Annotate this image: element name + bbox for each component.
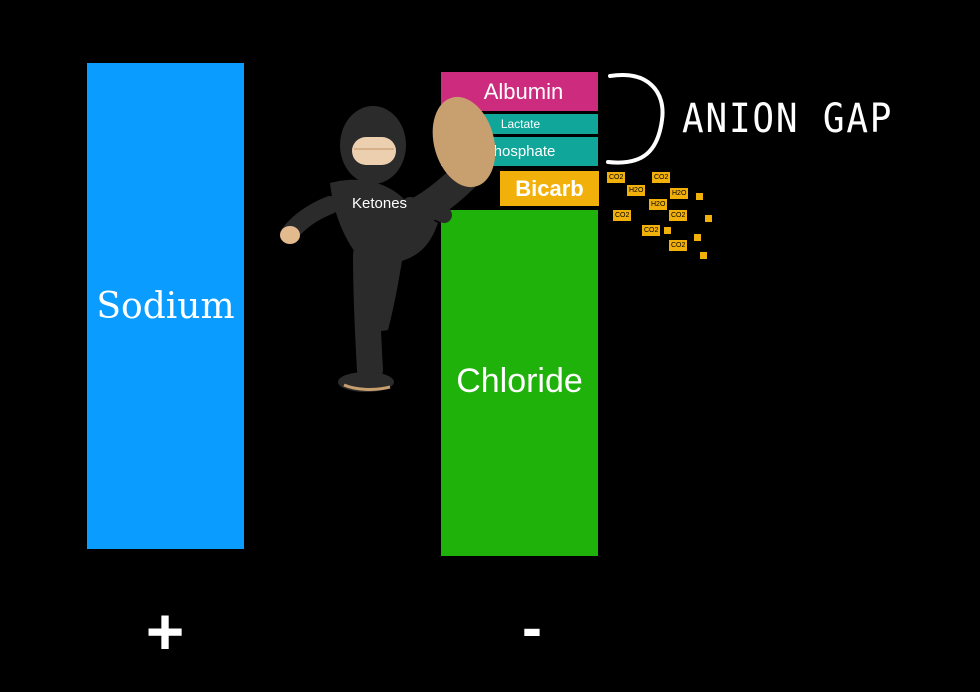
particle-dot [694, 234, 701, 241]
chloride-block: Chloride [441, 210, 598, 556]
negative-sign: - [522, 594, 542, 661]
sodium-label: Sodium [96, 285, 235, 327]
molecule-tag: CO2 [668, 239, 689, 252]
molecule-tag: CO2 [612, 209, 633, 222]
particle-dot [705, 215, 712, 222]
molecule-tag: CO2 [641, 224, 662, 237]
ninja-illustration [280, 96, 496, 392]
molecule-tag: H2O [669, 187, 690, 200]
molecule-tag: H2O [648, 198, 669, 211]
particle-dot [664, 227, 671, 234]
molecule-tag: H2O [626, 184, 647, 197]
molecule-tag: CO2 [651, 171, 672, 184]
bicarb-label: Bicarb [515, 175, 584, 201]
chloride-label: Chloride [456, 361, 583, 400]
molecule-tag: CO2 [606, 171, 627, 184]
anion-gap-label: ANION GAP [682, 96, 894, 142]
bicarb-block: Bicarb [500, 171, 599, 206]
positive-sign: + [145, 594, 185, 668]
molecule-tag: CO2 [668, 209, 689, 222]
sodium-block: Sodium [87, 63, 244, 549]
ketones-label: Ketones [352, 195, 408, 212]
particle-dot [700, 252, 707, 259]
albumin-label: Albumin [483, 78, 564, 104]
particle-dot [696, 193, 703, 200]
anion-gap-bracket [606, 73, 665, 165]
lactate-label: Lactate [500, 117, 541, 131]
phosphate-label: Phosphate [483, 143, 556, 160]
